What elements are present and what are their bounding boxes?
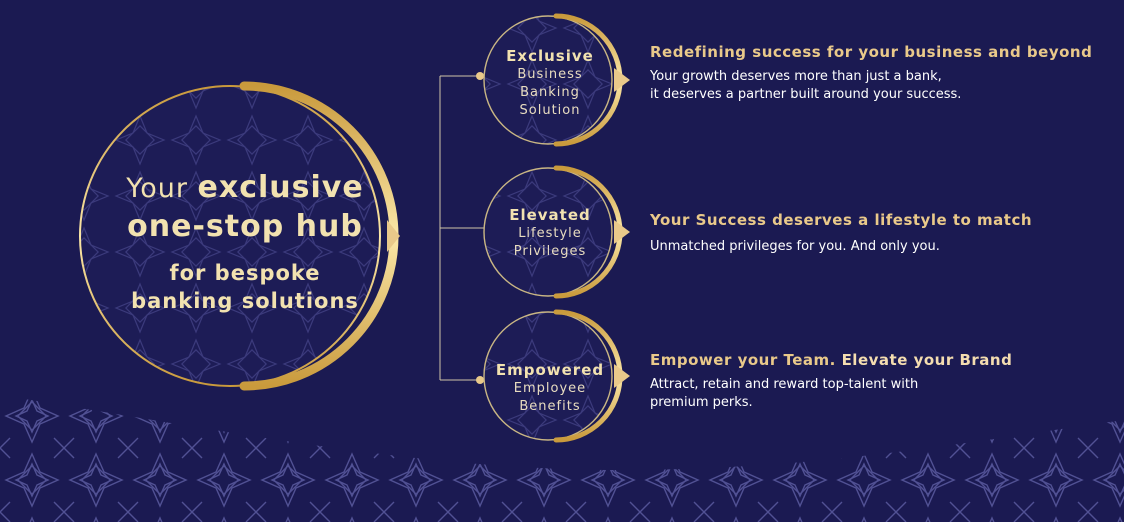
item-3-text-line-1: Attract, retain and reward top-talent wi…	[650, 377, 919, 392]
item-2-description: Your Success deserves a lifestyle to mat…	[650, 210, 1110, 256]
connector-lines	[439, 75, 484, 381]
item-3-text-line-2: premium perks.	[650, 395, 753, 410]
circle-3-sub-1: Employee	[513, 381, 587, 396]
item-2-heading: Your Success deserves a lifestyle to mat…	[650, 211, 1033, 229]
bottom-pattern-band	[0, 395, 1124, 522]
circle-3-sub-2: Benefits	[519, 399, 581, 414]
item-1-text-line-2: it deserves a partner built around your …	[650, 87, 962, 102]
hero-line-1: Your exclusive	[90, 170, 400, 207]
connector-dot-3	[476, 376, 484, 384]
hero-line-2: one-stop hub	[127, 209, 363, 244]
circle-1-title: Exclusive	[506, 47, 594, 65]
circle-1-label: Exclusive Business Banking Solution	[485, 46, 615, 120]
hero-text: Your exclusive one-stop hub for bespoke …	[90, 170, 400, 315]
hero-sub-2: banking solutions	[131, 289, 359, 313]
hero-prefix: Your	[126, 173, 188, 204]
item-3-heading: Empower your Team. Elevate your Brand	[650, 350, 1110, 370]
item-3-text: Attract, retain and reward top-talent wi…	[650, 376, 1110, 412]
item-1-heading: Redefining success for your business and…	[650, 43, 1093, 61]
item-3-heading-b: Elevate your Brand	[841, 351, 1013, 369]
connector-dot-1	[476, 72, 484, 80]
circle-3-title: Empowered	[495, 361, 605, 379]
item-1-text: Your growth deserves more than just a ba…	[650, 68, 1110, 104]
circle-1-sub-3: Solution	[519, 103, 581, 118]
circle-2-title: Elevated	[509, 206, 591, 224]
item-2-text-line-1: Unmatched privileges for you. And only y…	[650, 239, 940, 254]
circle-1-sub-1: Business	[517, 67, 583, 82]
circle-2-sub-2: Privileges	[513, 244, 587, 259]
circle-2-label: Elevated Lifestyle Privileges	[485, 205, 615, 261]
item-3-description: Empower your Team. Elevate your Brand At…	[650, 350, 1110, 412]
circle-1-sub-2: Banking	[520, 85, 580, 100]
item-1-description: Redefining success for your business and…	[650, 42, 1110, 104]
circle-2-sub-1: Lifestyle	[518, 226, 582, 241]
circle-3	[483, 309, 630, 443]
circle-2	[483, 165, 630, 299]
hero-bold-word: exclusive	[197, 170, 364, 205]
hero-sub-1: for bespoke	[169, 261, 321, 285]
item-2-text: Unmatched privileges for you. And only y…	[650, 238, 1110, 256]
hero-subtitle: for bespoke banking solutions	[90, 259, 400, 315]
item-3-heading-a: Empower your Team.	[650, 351, 836, 369]
circle-3-label: Empowered Employee Benefits	[485, 360, 615, 416]
hero-circle	[79, 81, 400, 391]
circle-1	[483, 13, 630, 147]
item-1-text-line-1: Your growth deserves more than just a ba…	[650, 69, 942, 84]
